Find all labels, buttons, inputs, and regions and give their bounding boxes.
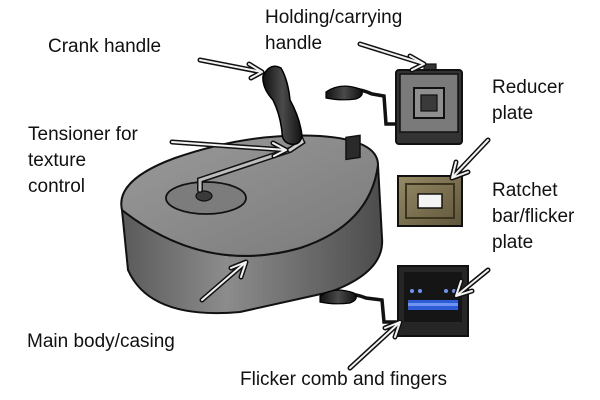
label-reducer-plate: Reducer plate — [492, 77, 564, 124]
crank-handle — [262, 65, 306, 153]
main-body-casing — [120, 134, 384, 315]
label-holding-carrying-handle: Holding/carrying handle — [265, 7, 403, 54]
label-flicker-comb: Flicker comb and fingers — [240, 369, 447, 390]
flicker-comb-unit — [319, 265, 469, 337]
label-main-body: Main body/casing — [27, 331, 175, 352]
pointer-arrows — [169, 41, 491, 371]
reducer-unit — [325, 63, 463, 145]
label-tensioner: Tensioner for texture control — [28, 124, 138, 197]
label-ratchet-bar: Ratchet bar/flicker plate — [492, 180, 575, 253]
label-crank-handle: Crank handle — [48, 36, 162, 57]
casing-slot — [345, 134, 361, 161]
ratchet-bar-flicker-plate — [397, 175, 463, 227]
